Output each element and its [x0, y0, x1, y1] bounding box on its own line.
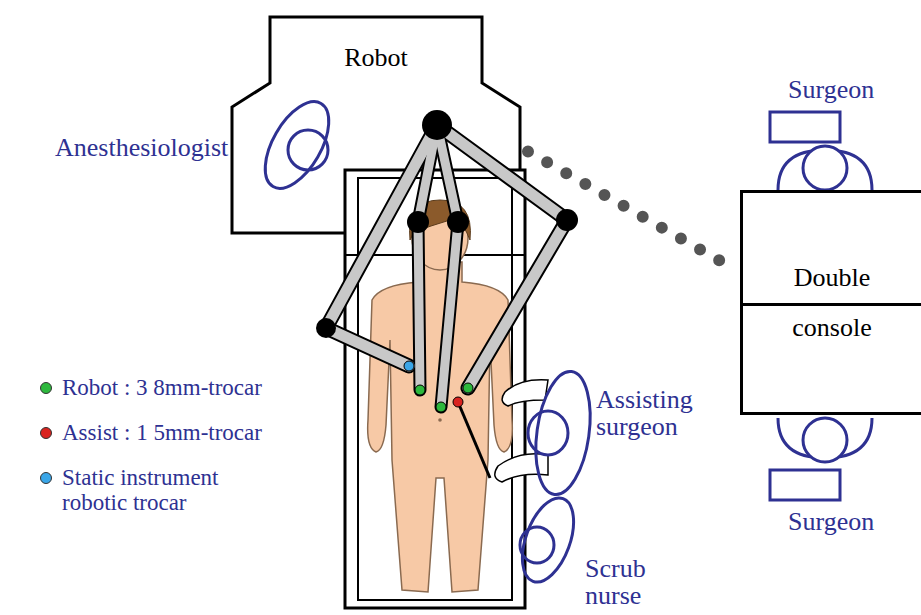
staff-label: Anesthesiologist [55, 134, 265, 161]
patient-body [368, 262, 513, 592]
legend-row: Static instrument robotic trocar [40, 465, 240, 516]
robot-joints [316, 110, 578, 338]
console-half: Double [743, 193, 921, 306]
staff-label: Surgeon [788, 508, 918, 535]
legend-row: Robot : 3 8mm-trocar [40, 375, 320, 400]
staff-label: Surgeon [788, 76, 918, 103]
trocars [404, 361, 473, 412]
staff-label: Assisting surgeon [596, 386, 726, 441]
assist-instrument [458, 402, 490, 478]
console-box: Doubleconsole [740, 190, 921, 415]
console-label: Double [794, 263, 871, 303]
legend-text: Robot : 3 8mm-trocar [62, 375, 262, 400]
console-label: console [792, 303, 871, 343]
robot-arms [326, 125, 567, 407]
legend-text: Static instrument robotic trocar [62, 465, 240, 516]
legend-swatch [40, 427, 52, 439]
legend-row: Assist : 1 5mm-trocar [40, 420, 320, 445]
legend-swatch [40, 472, 52, 484]
staff-label: Scrub nurse [585, 555, 685, 610]
legend-swatch [40, 382, 52, 394]
legend-text: Assist : 1 5mm-trocar [62, 420, 262, 445]
console-half: console [743, 303, 921, 413]
glove [502, 380, 548, 406]
robot-label: Robot [230, 43, 522, 73]
